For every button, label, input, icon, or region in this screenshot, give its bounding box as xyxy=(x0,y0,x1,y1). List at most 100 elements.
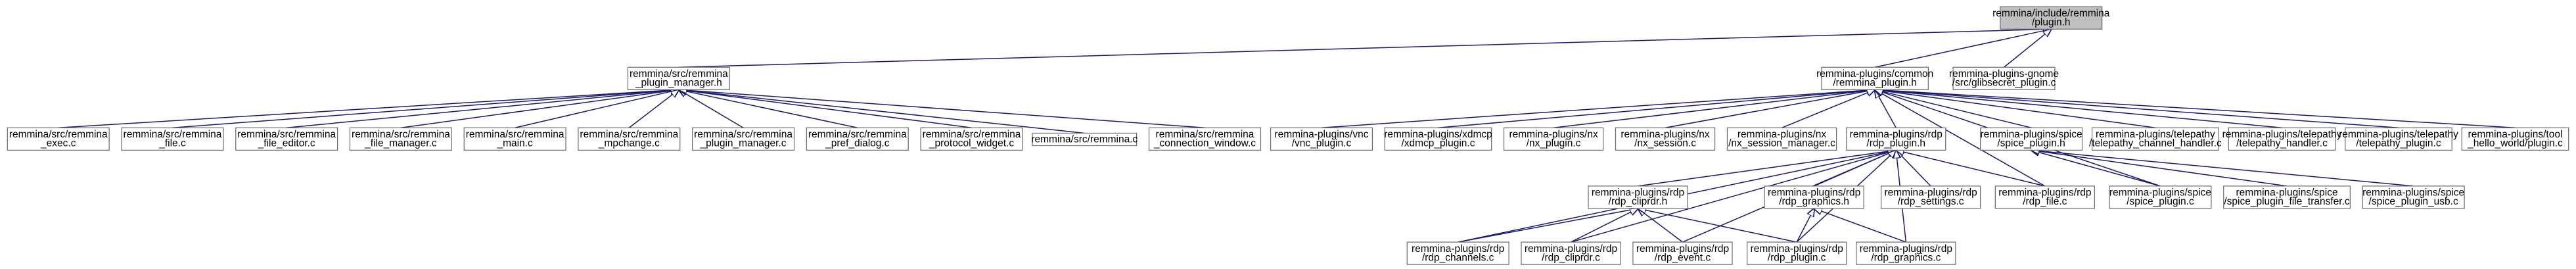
node-graphics_h[interactable]: remmina-plugins/rdp/rdp_graphics.h xyxy=(1764,185,1864,209)
node-label-line: remmina-plugins/rdp xyxy=(1751,243,1843,255)
node-label-line: remmina-plugins/rdp xyxy=(1884,187,1977,199)
node-rdp_h[interactable]: remmina-plugins/rdp/rdp_plugin.h xyxy=(1846,127,1946,151)
edge-nx_sm-to-common xyxy=(1782,89,1875,128)
node-label-line: /rdp_file.c xyxy=(2023,196,2067,207)
edge-rdp_plugin-to-graphics_h xyxy=(1796,208,1814,243)
node-label-line: remmina-plugins/nx xyxy=(1621,129,1709,140)
node-box xyxy=(1521,241,1621,265)
node-label-line: _plugin_manager.c xyxy=(700,138,787,149)
node-box xyxy=(1856,241,1956,265)
node-graphics_c[interactable]: remmina-plugins/rdp/rdp_graphics.c xyxy=(1856,241,1956,265)
node-label-line: _mpchange.c xyxy=(598,138,660,149)
node-spice_plugin[interactable]: remmina-plugins/spice/spice_plugin.c xyxy=(2109,185,2212,209)
edge-pm_h-to-root xyxy=(678,29,2051,68)
node-label-line: remmina-plugins/rdp xyxy=(1636,243,1729,255)
node-file_editor[interactable]: remmina/src/remmina_file_editor.c xyxy=(235,127,338,151)
node-label-line: /nx_session_manager.c xyxy=(1728,138,1835,149)
node-rdp_plugin[interactable]: remmina-plugins/rdp/rdp_plugin.c xyxy=(1747,241,1847,265)
edge-conn-to-pm_h xyxy=(679,89,1205,129)
node-tool[interactable]: remmina-plugins/tool_hello_world/plugin.… xyxy=(2461,127,2569,151)
node-box xyxy=(121,127,224,151)
node-pref[interactable]: remmina/src/remmina_pref_dialog.c xyxy=(806,127,909,151)
edge-rdp_file-to-rdp_h xyxy=(1896,150,2046,187)
node-cliprdr_c[interactable]: remmina-plugins/rdp/rdp_cliprdr.c xyxy=(1521,241,1621,265)
node-label-line: /rdp_event.c xyxy=(1655,252,1711,263)
edge-cliprdr_c-to-rdp_h xyxy=(1571,150,1897,243)
edge-file_manager-to-pm_h xyxy=(400,89,679,129)
node-label-line: remmina-plugins/vnc xyxy=(1274,129,1368,140)
node-label-line: /nx_plugin.c xyxy=(1527,138,1581,149)
node-label-line: /src/glibsecret_plugin.c xyxy=(1952,78,2056,89)
edge-spice_h-to-common xyxy=(1875,89,2032,129)
node-conn[interactable]: remmina/src/remmina_connection_window.c xyxy=(1148,127,1262,151)
node-label-line: remmina/src/remmina xyxy=(352,129,450,140)
node-label-line: _file.c xyxy=(158,138,186,149)
edge-rdp_file-to-common xyxy=(1875,89,2046,187)
node-label-line: remmina/include/remmina xyxy=(1992,8,2110,19)
node-tp_h[interactable]: remmina-plugins/telepathy/telepathy_hand… xyxy=(2222,127,2342,151)
node-nx_plugin[interactable]: remmina-plugins/nx/nx_plugin.c xyxy=(1503,127,1604,151)
node-box xyxy=(1880,185,1981,209)
node-box xyxy=(1632,241,1733,265)
node-event[interactable]: remmina-plugins/rdp/rdp_event.c xyxy=(1632,241,1733,265)
node-label-line: remmina-plugins/spice xyxy=(2362,187,2464,199)
node-channels[interactable]: remmina-plugins/rdp/rdp_channels.c xyxy=(1406,241,1509,265)
node-box xyxy=(1270,127,1373,151)
node-label-line: remmina/src/remmina xyxy=(9,129,108,140)
node-tp_ch[interactable]: remmina-plugins/telepathy/telepathy_chan… xyxy=(2089,127,2222,151)
node-spice_usb[interactable]: remmina-plugins/spice/spice_plugin_usb.c xyxy=(2362,185,2465,209)
edge-settings-to-rdp_h xyxy=(1896,150,1931,187)
node-mpchange[interactable]: remmina/src/remmina_mpchange.c xyxy=(578,127,681,151)
edge-nx_session-to-common xyxy=(1665,89,1875,129)
edge-xdmcp-to-common xyxy=(1438,89,1875,129)
edge-rdp_plugin-to-cliprdr_h xyxy=(1638,208,1797,243)
node-label-line: remmina-plugins/xdmcp xyxy=(1384,129,1492,140)
node-label-line: remmina-plugins/rdp xyxy=(1768,187,1860,199)
node-xdmcp[interactable]: remmina-plugins/xdmcp/xdmcp_plugin.c xyxy=(1384,127,1492,151)
node-pm_h[interactable]: remmina/src/remmina_plugin_manager.h xyxy=(627,66,730,90)
node-tp_plugin[interactable]: remmina-plugins/telepathy/telepathy_plug… xyxy=(2339,127,2458,151)
node-settings[interactable]: remmina-plugins/rdp/rdp_settings.c xyxy=(1880,185,1981,209)
node-pm_c[interactable]: remmina/src/remmina_plugin_manager.c xyxy=(692,127,795,151)
node-remmina_c[interactable]: remmina/src/remmina.c xyxy=(1031,132,1138,147)
edge-tp_h-to-common xyxy=(1875,89,2282,129)
node-box xyxy=(2228,127,2336,151)
edge-spice_usb-to-spice_h xyxy=(2031,150,2414,187)
node-spice_h[interactable]: remmina-plugins/spice/spice_plugin.h xyxy=(1980,127,2083,151)
node-nx_sm[interactable]: remmina-plugins/nx/nx_session_manager.c xyxy=(1726,127,1837,151)
node-label-line: /spice_plugin.c xyxy=(2127,196,2194,207)
node-spice_ft[interactable]: remmina-plugins/spice/spice_plugin_file_… xyxy=(2223,185,2351,209)
node-label-line: _connection_window.c xyxy=(1153,138,1256,149)
node-exec[interactable]: remmina/src/remmina_exec.c xyxy=(7,127,110,151)
node-label-line: /rdp_graphics.h xyxy=(1779,196,1849,207)
node-vnc[interactable]: remmina-plugins/vnc/vnc_plugin.c xyxy=(1270,127,1373,151)
edge-nx_plugin-to-common xyxy=(1553,89,1875,129)
node-box xyxy=(2109,185,2212,209)
node-label-line: remmina-plugins/rdp xyxy=(1850,129,1943,140)
node-file_manager[interactable]: remmina/src/remmina_file_manager.c xyxy=(349,127,452,151)
node-common[interactable]: remmina-plugins/common/remmina_plugin.h xyxy=(1816,66,1933,90)
node-label-line: remmina/src/remmina xyxy=(808,129,907,140)
node-label-line: /vnc_plugin.c xyxy=(1292,138,1352,149)
node-label-line: _pref_dialog.c xyxy=(825,138,890,149)
node-file[interactable]: remmina/src/remmina_file.c xyxy=(121,127,224,151)
node-label-line: remmina-plugins/nx xyxy=(1509,129,1598,140)
node-label-line: remmina/src/remmina xyxy=(630,68,728,80)
edge-graphics_c-to-graphics_h xyxy=(1814,208,1906,243)
node-label-line: remmina/src/remmina xyxy=(1156,129,1254,140)
node-root[interactable]: remmina/include/remmina/plugin.h xyxy=(1992,6,2110,30)
node-rdp_file[interactable]: remmina-plugins/rdp/rdp_file.c xyxy=(1994,185,2095,209)
node-cliprdr_h[interactable]: remmina-plugins/rdp/rdp_cliprdr.h xyxy=(1588,185,1688,209)
node-gsecret[interactable]: remmina-plugins-gnome/src/glibsecret_plu… xyxy=(1949,66,2059,90)
node-label-line: /remmina_plugin.h xyxy=(1833,78,1917,89)
edge-file_editor-to-pm_h xyxy=(287,89,679,129)
edge-channels-to-cliprdr_h xyxy=(1458,208,1638,243)
node-label-line: remmina-plugins/rdp xyxy=(1592,187,1684,199)
node-box xyxy=(1726,127,1837,151)
node-label-line: _exec.c xyxy=(40,138,76,149)
node-nx_session[interactable]: remmina-plugins/nx/nx_session.c xyxy=(1615,127,1716,151)
node-protocol[interactable]: remmina/src/remmina_protocol_widget.c xyxy=(920,127,1023,151)
node-main[interactable]: remmina/src/remmina_main.c xyxy=(463,127,566,151)
node-box xyxy=(235,127,338,151)
edge-pm_c-to-pm_h xyxy=(679,89,744,128)
